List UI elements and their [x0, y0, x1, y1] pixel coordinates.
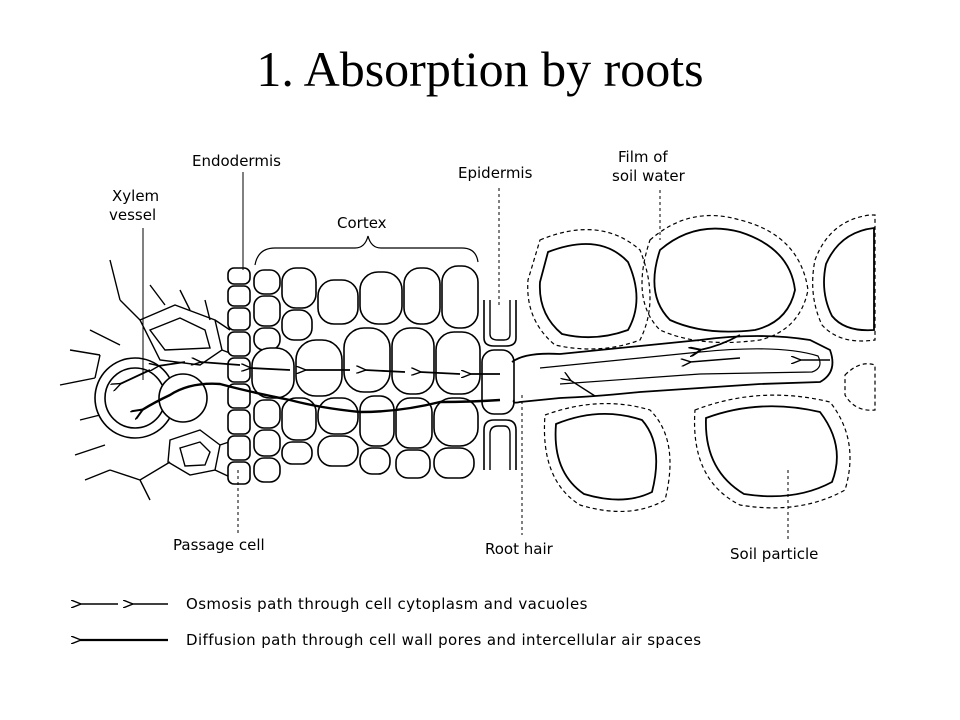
label-soil-water: soil water — [612, 167, 686, 185]
label-soil-particle: Soil particle — [730, 545, 818, 563]
legend-osmosis-text: Osmosis path through cell cytoplasm and … — [186, 595, 588, 613]
cortex-cells — [251, 265, 481, 483]
label-root-hair: Root hair — [485, 540, 554, 558]
label-cortex: Cortex — [337, 214, 387, 232]
label-film-of: Film of — [618, 148, 668, 166]
label-passage-cell: Passage cell — [173, 536, 265, 554]
root-hair — [511, 335, 834, 404]
label-vessel: vessel — [109, 206, 156, 224]
soil-particles — [527, 214, 876, 512]
legend-diffusion-text: Diffusion path through cell wall pores a… — [186, 631, 701, 649]
epidermis-cells — [481, 300, 517, 470]
label-epidermis: Epidermis — [458, 164, 533, 182]
slide-title: 1. Absorption by roots — [256, 41, 704, 97]
label-xylem: Xylem — [112, 187, 159, 205]
legend: Osmosis path through cell cytoplasm and … — [80, 595, 701, 649]
leader-lines — [142, 172, 789, 540]
diffusion-arrow — [142, 382, 501, 412]
label-endodermis: Endodermis — [192, 152, 281, 170]
osmosis-arrows — [120, 358, 830, 397]
endodermis-cells — [227, 267, 251, 485]
